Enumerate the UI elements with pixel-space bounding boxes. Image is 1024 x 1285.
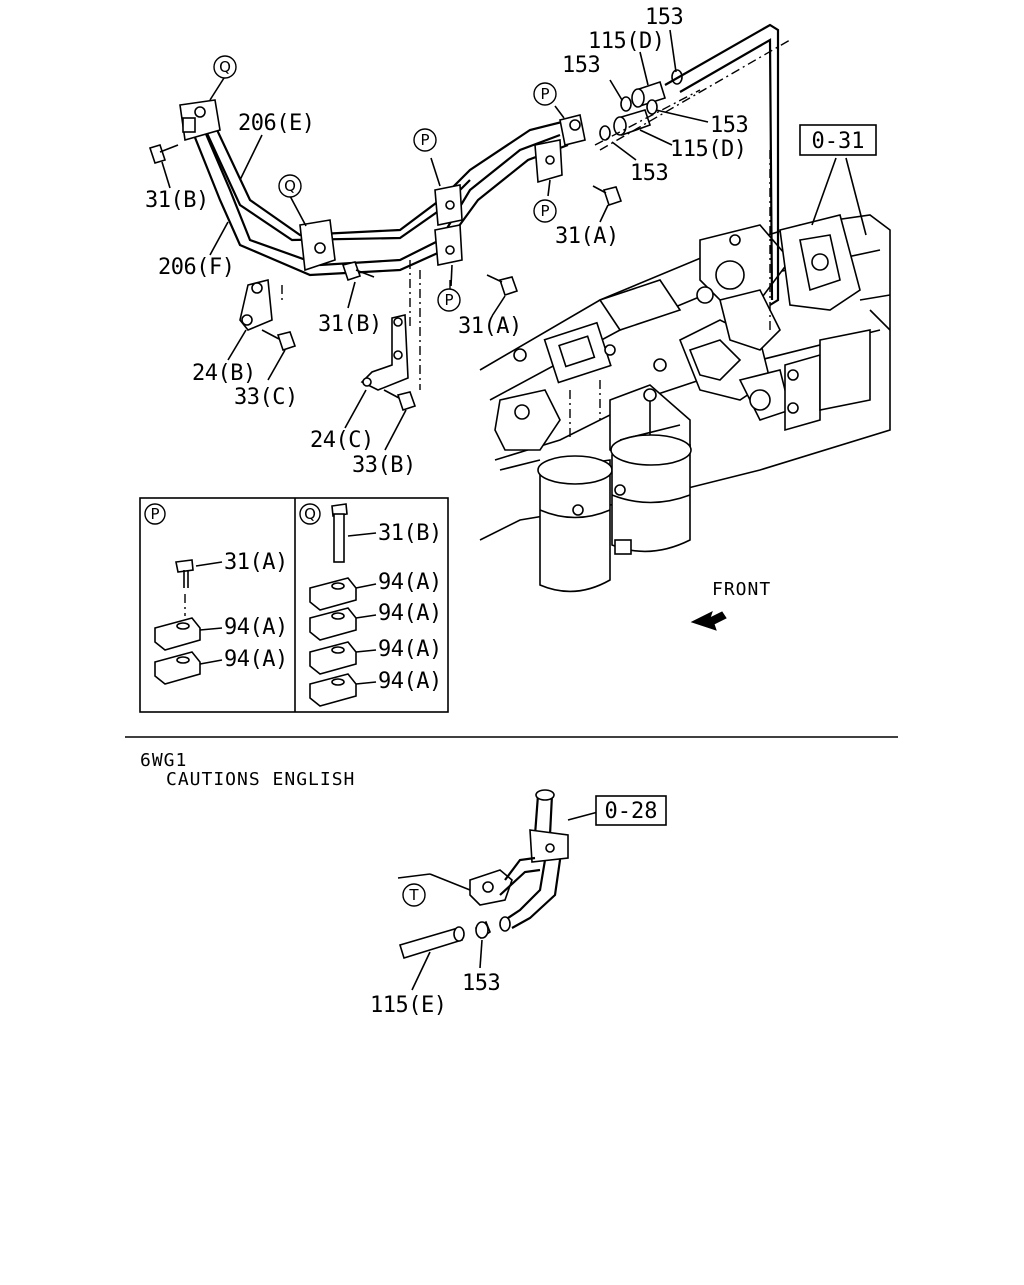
- engine-model: 6WG1: [140, 750, 187, 771]
- inset-q-94a-1: 94(A): [378, 570, 442, 595]
- cautions-label: CAUTIONS ENGLISH: [166, 769, 355, 790]
- label-31b-b: 31(B): [318, 312, 382, 337]
- inset-p-94a-1: 94(A): [224, 615, 288, 640]
- callout-t-text: T: [408, 886, 419, 904]
- label-153-top: 153: [645, 5, 683, 30]
- callout-q-top: [213, 55, 237, 79]
- inset-p-94a-2: 94(A): [224, 647, 288, 672]
- inset-q-94a-2: 94(A): [378, 601, 442, 626]
- leader-lines: [161, 29, 867, 451]
- hoses-115d: [599, 69, 683, 141]
- label-115d-top: 115(D): [588, 29, 664, 54]
- front-arrow-icon: [690, 611, 727, 631]
- inset-q-94a-4: 94(A): [378, 669, 442, 694]
- label-115e: 115(E): [370, 993, 446, 1018]
- callout-p-4: [437, 288, 461, 312]
- inset-callout-p-text: P: [150, 505, 159, 523]
- lower-detail: T 0-28 115(E) 153: [370, 789, 667, 1018]
- label-24b: 24(B): [192, 361, 256, 386]
- pipe-206: [188, 114, 571, 277]
- fuel-filters: [537, 434, 692, 593]
- ref-o31: 0-31: [812, 129, 865, 154]
- callouts: Q Q P P P P: [213, 55, 557, 312]
- inset-callout-q-text: Q: [304, 505, 316, 523]
- inset-callout-p: [144, 503, 166, 525]
- engine-block: [479, 150, 891, 541]
- inset-p-31a: 31(A): [224, 550, 288, 575]
- callout-t: [402, 883, 426, 907]
- ref-box-o31: [799, 124, 877, 156]
- inset-callout-q: [299, 503, 321, 525]
- label-206e: 206(E): [238, 111, 314, 136]
- label-153-a: 153: [562, 53, 600, 78]
- label-153-b: 153: [710, 113, 748, 138]
- callout-p-1-text: P: [420, 131, 429, 149]
- callout-q-top-text: Q: [219, 58, 231, 76]
- label-115d-b: 115(D): [670, 137, 746, 162]
- inset-q-31b: 31(B): [378, 521, 442, 546]
- inset-q-94a-3: 94(A): [378, 637, 442, 662]
- brackets-24: [239, 260, 451, 391]
- callout-p-2: [533, 82, 557, 106]
- callout-p-1: [413, 128, 437, 152]
- label-153-c: 153: [630, 161, 668, 186]
- callout-q-mid-text: Q: [284, 177, 296, 195]
- ref-o28: 0-28: [605, 799, 658, 824]
- label-24c: 24(C): [310, 428, 374, 453]
- front-label: FRONT: [712, 579, 771, 600]
- callout-p-3: [533, 199, 557, 223]
- callout-p-3-text: P: [540, 202, 549, 220]
- return-pipe: [594, 23, 791, 306]
- detail-inset: P 31(A) 94(A) 94(A) Q 31(B) 94(A): [139, 497, 449, 713]
- callout-q-mid: [278, 174, 302, 198]
- part-labels: 153 115(D) 153 153 115(D) 153 0-31 206(E…: [145, 5, 877, 478]
- callout-p-2-text: P: [540, 85, 549, 103]
- label-206f: 206(F): [158, 255, 234, 280]
- label-31a-a: 31(A): [458, 314, 522, 339]
- bolts: [148, 144, 623, 412]
- front-indicator: FRONT: [690, 579, 771, 631]
- pipe-clamps: [179, 99, 586, 272]
- label-31b-a: 31(B): [145, 188, 209, 213]
- ref-box-o28: [595, 795, 667, 826]
- label-31a-b: 31(A): [555, 224, 619, 249]
- label-33b: 33(B): [352, 453, 416, 478]
- label-33c: 33(C): [234, 385, 298, 410]
- label-153-bottom: 153: [462, 971, 500, 996]
- callout-p-4-text: P: [444, 291, 453, 309]
